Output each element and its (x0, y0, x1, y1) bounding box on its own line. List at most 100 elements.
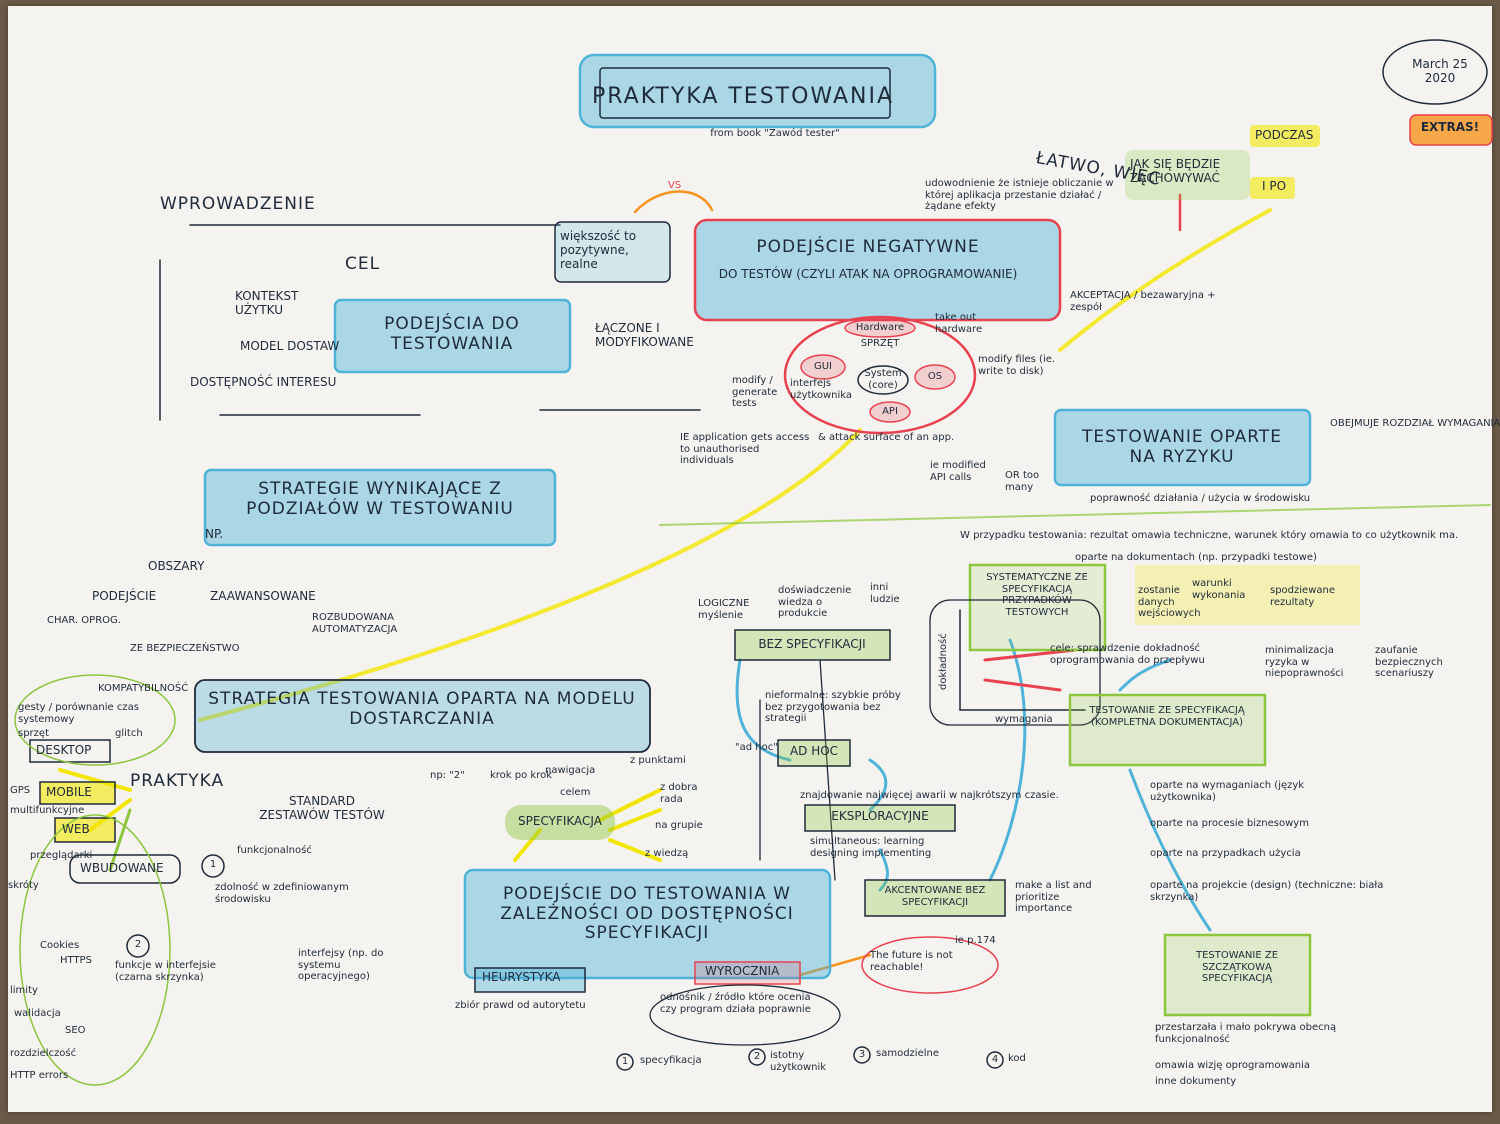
eksplor-note: znajdowanie najwięcej awarii w najkrótsz… (800, 790, 1059, 801)
std-funkcje: funkcje w interfejsie (czarna skrzynka) (115, 960, 216, 983)
graph-red-line (983, 648, 1077, 662)
kontekst-label: KONTEKST UŻYTKU (235, 289, 299, 317)
yellow-spec-1 (513, 828, 542, 862)
note-seo: SEO (65, 1025, 86, 1036)
adhoc-prefix: "ad hoc" (735, 742, 778, 753)
source-kod: kod (1008, 1053, 1026, 1064)
zaawansowane-label: ZAAWANSOWANE (210, 589, 316, 603)
paper-sheet (8, 6, 1492, 1112)
kompletna-box (1068, 693, 1267, 767)
ipo-label: I PO (1262, 179, 1287, 193)
standard-title: STANDARD ZESTAWÓW TESTÓW (259, 794, 385, 822)
flow-box (1135, 565, 1360, 625)
note-generate-tests: modify / generate tests (732, 375, 778, 409)
note-modify-files: modify files (ie. write to disk) (978, 354, 1056, 377)
note-sprzet: sprzęt (18, 728, 49, 739)
wyrocznia-label: WYROCZNIA (705, 964, 780, 978)
obszary-label: OBSZARY (148, 559, 205, 573)
left-cluster-oval (19, 814, 171, 1086)
systemat-top2-note: oparte na dokumentach (np. przypadki tes… (1075, 552, 1317, 563)
eksplor-sub: simultaneous: learning designing impleme… (810, 836, 932, 859)
heurystyka-box (474, 967, 586, 993)
hardware-node (844, 318, 916, 338)
yellow-spec-3 (608, 808, 662, 832)
note-too-many: OR too many (1005, 470, 1040, 493)
title-source-note: from book "Zawód tester" (710, 128, 840, 139)
szczatkowa-title: TESTOWANIE ZE SZCZĄTKOWĄ SPECYFIKACJĄ (1195, 950, 1279, 984)
wyrocznia-note: odnośnik / źródło które ocenia czy progr… (660, 992, 811, 1015)
orange-vs-arrow (633, 190, 714, 214)
wiekszosc-note: większość to pozytywne, realne (560, 229, 637, 271)
src-circle-2 (748, 1048, 766, 1066)
note-gesty: gesty / porównanie czas systemowy (18, 702, 139, 725)
adhoc-title: AD HOC (789, 744, 839, 758)
src-circle-4 (986, 1051, 1004, 1069)
yellow-spec-2 (598, 788, 662, 822)
source-num-3: 3 (858, 1049, 866, 1060)
bezpieczenstwo-label: ZE BEZPIECZEŃSTWO (130, 643, 240, 654)
wyr-note-oval (649, 984, 841, 1046)
page-title: PRAKTYKA TESTOWANIA (591, 84, 895, 109)
title-box-inner (599, 67, 891, 119)
note-hardware: take out hardware (935, 312, 983, 335)
negatywne-box (693, 218, 1062, 322)
podczas-label: PODCZAS (1255, 128, 1314, 142)
systemat-cele: cele: sprawdzenie dokładność oprogramowa… (1050, 643, 1205, 666)
yellow-model-1 (58, 768, 132, 792)
negatywne-subtitle: DO TESTÓW (CZYLI ATAK NA OPROGRAMOWANIE) (718, 267, 1018, 281)
vs-label: VS (668, 180, 682, 191)
graph-axis-x-label: wymagania (995, 714, 1053, 725)
model-dostaw-label: MODEL DOSTAW (240, 339, 340, 353)
spec-ray-wiedza: z wiedzą (645, 848, 689, 859)
left-top-oval (14, 674, 176, 766)
heurystyka-label: HEURYSTYKA (482, 970, 561, 984)
dostep-box (463, 868, 832, 980)
laczone-label: ŁĄCZONE I MODYFIKOWANE (595, 321, 694, 349)
gui-node (800, 354, 846, 380)
note-rozdzielczosc: rozdzielczość (10, 1048, 77, 1059)
system-node (857, 365, 909, 395)
systemat-zad: zaufanie bezpiecznych scenariuszy (1375, 645, 1443, 679)
wbudowane-label: WBUDOWANE (80, 861, 164, 875)
mobile-label: MOBILE (46, 785, 92, 799)
akcent-note: make a list and prioritize importance (1015, 880, 1092, 914)
date-label: March 25 2020 (1412, 57, 1468, 85)
cel-label: CEL (345, 254, 381, 274)
note-http-errors: HTTP errors (10, 1070, 69, 1081)
source-num-4: 4 (991, 1054, 999, 1065)
model-box (194, 679, 651, 753)
systemat-top-note: W przypadku testowania: rezultat omawia … (960, 530, 1459, 541)
jak-sie-label: JAK SIĘ BĘDZIE ZACHOWYWAĆ (1130, 157, 1221, 185)
praktyka-label: PRAKTYKA (130, 771, 225, 791)
akcent-box (864, 879, 1006, 917)
note-limity: limity (10, 985, 38, 996)
blue-arrow-6 (1118, 658, 1172, 692)
yellow-up-link (1058, 208, 1272, 352)
source-specyfikacja: specyfikacja (640, 1055, 702, 1066)
flow-step-1: zostanie danych wejściowych (1138, 585, 1201, 619)
node-gui: GUI (813, 361, 833, 372)
desktop-box (29, 739, 111, 763)
blue-arrow-3 (878, 848, 889, 892)
circle-num-2: 2 (134, 939, 142, 950)
graph-red-line-2 (983, 678, 1062, 692)
node-sprzet: SPRZĘT (860, 338, 900, 349)
eksplor-box (804, 804, 956, 832)
source-num-2: 2 (753, 1051, 761, 1062)
yellow-long-link (198, 428, 862, 722)
note-https: HTTPS (60, 955, 92, 966)
spec-prefix: np: "2" (430, 770, 465, 781)
node-os: OS (927, 371, 943, 382)
specyfikacja-label: SPECYFIKACJA (518, 814, 602, 828)
podejscia-box (333, 298, 572, 374)
negatywne-title: PODEJŚCIE NEGATYWNE (756, 237, 980, 257)
systemat-min: minimalizacja ryzyka w niepoprawności (1265, 645, 1344, 679)
web-label: WEB (62, 822, 90, 836)
automatyzacja-label: ROZBUDOWANA AUTOMATYZACJA (312, 612, 398, 635)
api-node (869, 401, 911, 423)
bez-spec-title: BEZ SPECYFIKACJI (758, 637, 866, 651)
eksplor-title: EKSPLORACYJNE (831, 809, 929, 823)
ie-p-note: ie p.174 (955, 935, 996, 946)
adhoc-note: nieformalne: szybkie próby bez przygotow… (765, 690, 901, 724)
spec-ray-krok: krok po krok (490, 770, 553, 781)
